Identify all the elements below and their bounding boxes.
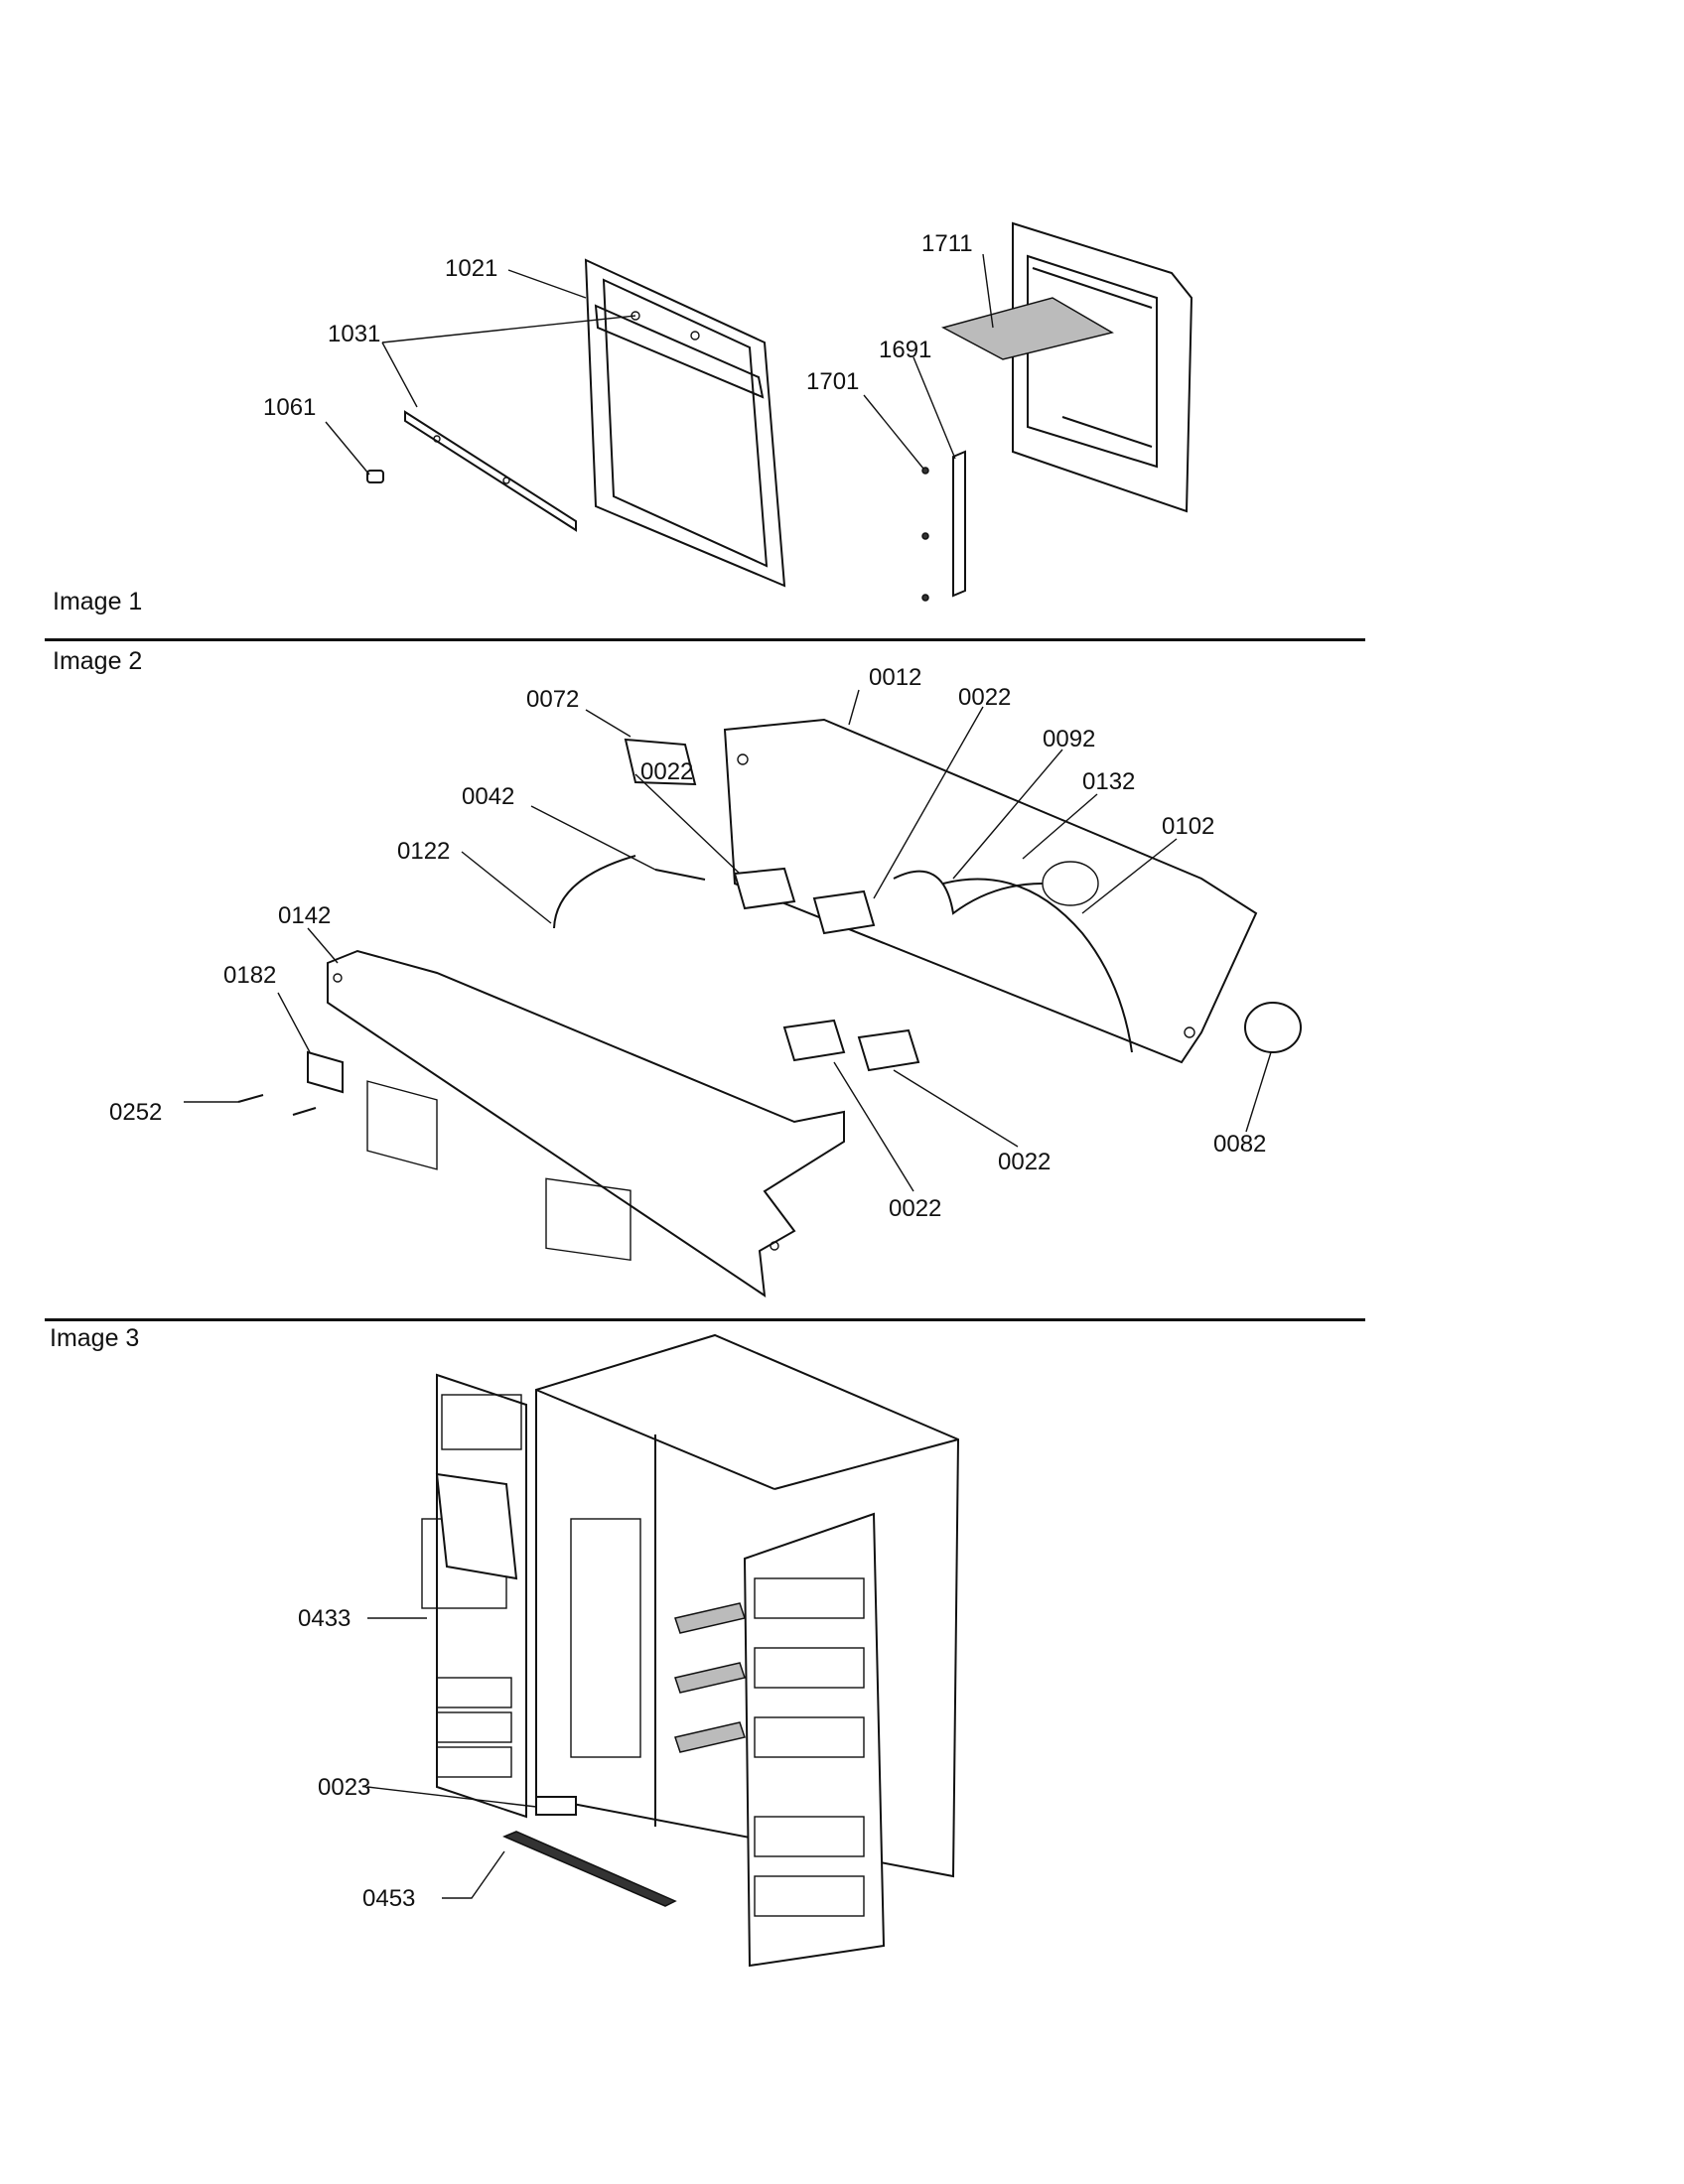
cabinet-shelves (674, 1602, 746, 1753)
callout-0092: 0092 (1043, 726, 1095, 752)
strip-1031 (404, 410, 577, 532)
callout-0182: 0182 (223, 962, 276, 989)
divider-2 (45, 1318, 1365, 1321)
callout-0252: 0252 (109, 1099, 162, 1126)
bracket-0012 (723, 718, 1258, 1064)
bracket-1691 (921, 450, 966, 602)
freezer-door (421, 1373, 527, 1819)
callout-0082: 0082 (1213, 1131, 1266, 1158)
callout-0102: 0102 (1162, 813, 1214, 840)
callout-0142: 0142 (278, 902, 331, 929)
relay-0072 (624, 738, 697, 786)
callout-0453: 0453 (362, 1885, 415, 1912)
wire-0122 (553, 855, 636, 929)
callout-0022-right: 0022 (998, 1149, 1051, 1175)
fresh-food-door (743, 1512, 886, 1968)
dispenser-housing (940, 221, 1193, 513)
clip-1061 (366, 470, 384, 483)
switch-0022-c (782, 1019, 846, 1062)
grille-0453 (502, 1831, 677, 1907)
switch-0022-b (812, 889, 876, 935)
switch-0022-a (733, 867, 796, 910)
panel-1021 (584, 258, 786, 588)
panel-0142 (327, 949, 845, 1298)
switch-0022-d (857, 1028, 920, 1072)
callout-1061: 1061 (263, 394, 316, 421)
callout-1701: 1701 (806, 368, 859, 395)
callout-1031: 1031 (328, 321, 380, 347)
connector-0182 (307, 1050, 344, 1094)
callout-0022-top: 0022 (958, 684, 1011, 711)
callout-0072: 0072 (526, 686, 579, 713)
callout-0042: 0042 (462, 783, 514, 810)
callout-0132: 0132 (1082, 768, 1135, 795)
part-0433 (435, 1472, 518, 1580)
screw-0042 (654, 869, 706, 881)
callout-0433: 0433 (298, 1605, 351, 1632)
section-title-image2: Image 2 (53, 647, 143, 675)
callout-0022-bottom: 0022 (889, 1195, 941, 1222)
callout-1021: 1021 (445, 255, 497, 282)
divider-1 (45, 638, 1365, 641)
callout-1691: 1691 (879, 337, 931, 363)
callout-1711: 1711 (921, 230, 973, 257)
screw-0252-a (237, 1094, 264, 1103)
callout-0023: 0023 (318, 1774, 370, 1801)
switch-0023 (535, 1796, 577, 1816)
screw-0252-b (292, 1107, 317, 1116)
section-title-image3: Image 3 (50, 1324, 140, 1352)
callout-0022-mid: 0022 (640, 758, 693, 785)
image1-drawing: 1021 1031 1061 1711 1691 1701 (263, 221, 1193, 602)
callout-0122: 0122 (397, 838, 450, 865)
image2-drawing: 0012 0072 0022 0092 0042 0132 0122 0102 … (109, 664, 1302, 1298)
knob-0082 (1244, 1002, 1302, 1053)
callout-0012: 0012 (869, 664, 921, 691)
image3-drawing: 0433 0023 0453 (298, 1333, 960, 1968)
section-title-image1: Image 1 (53, 588, 143, 615)
